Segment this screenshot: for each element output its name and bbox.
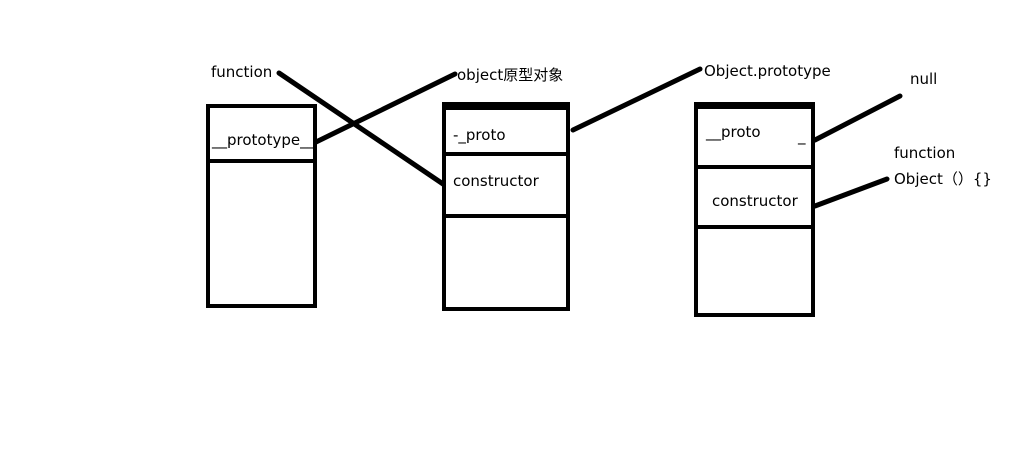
prototype-property-label: __prototype__ [212, 131, 316, 149]
proto-trailing-underscore: _ [798, 127, 806, 145]
box2-divider-2 [446, 214, 566, 218]
object-prototype-label-cn: object原型对象 [457, 66, 564, 84]
constructor-property-label: constructor [453, 172, 539, 190]
line-constructor-to-object-function [812, 176, 890, 209]
proto-property-label: __proto [706, 123, 761, 141]
function-object-box: __prototype__ [206, 104, 317, 308]
function-label-right: function [894, 144, 956, 162]
null-label: null [910, 70, 938, 88]
line-function-to-constructor [276, 70, 449, 189]
proto-property-label: -_proto [453, 126, 506, 144]
line-proto-to-null [812, 93, 903, 143]
object-dot-prototype-label: Object.prototype [704, 62, 831, 80]
prototype-object-box: -_proto constructor [442, 102, 570, 311]
line-proto-to-object-prototype [570, 66, 703, 133]
object-constructor-label: Object（）{} [894, 170, 992, 188]
line-prototype-to-object [311, 71, 458, 146]
function-label: function [211, 63, 273, 81]
box2-divider-1 [446, 152, 566, 156]
box3-divider-2 [698, 225, 811, 229]
object-prototype-box: __proto _ constructor [694, 102, 815, 317]
box1-divider [210, 159, 313, 163]
constructor-property-label: constructor [712, 192, 798, 210]
box3-divider-1 [698, 165, 811, 169]
